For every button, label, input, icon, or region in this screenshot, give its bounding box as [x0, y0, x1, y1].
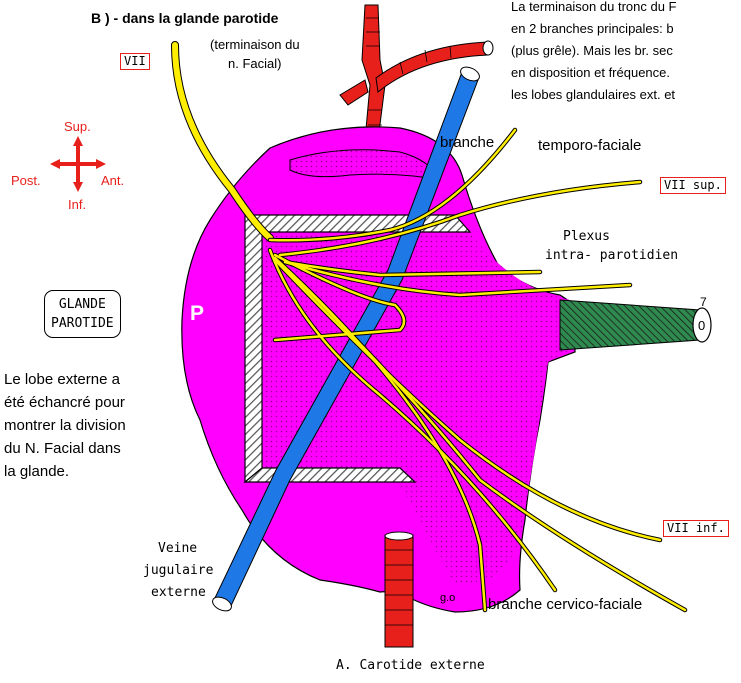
compass-sup: Sup.: [64, 119, 91, 134]
duct-number: 7: [700, 295, 707, 309]
intro-line-1: La terminaison du tronc du F: [511, 0, 677, 14]
vii-inf-label: VII inf.: [663, 520, 729, 537]
intro-line-4: en disposition et fréquence.: [511, 65, 670, 80]
veine-label-3: externe: [151, 585, 206, 600]
nerve-vii-label: VII: [120, 53, 150, 70]
compass-ant: Ant.: [101, 173, 125, 188]
side-note-5: la glande.: [4, 463, 70, 480]
facial-nerve: [171, 41, 274, 242]
side-note-2: été échancré pour: [4, 394, 125, 411]
branche-label: branche: [440, 134, 495, 151]
intro-line-3: (plus grêle). Mais les br. sec: [511, 43, 673, 58]
gland-letter-p: P: [190, 302, 205, 325]
carotide-label: A. Carotide externe: [336, 658, 485, 673]
subtitle-line2: n. Facial): [228, 56, 282, 71]
go-label: g.o: [440, 592, 456, 604]
duct-opening-label: 0: [698, 318, 706, 333]
cut-frame-bottom: [243, 467, 417, 483]
side-note-3: montrer la division: [4, 417, 126, 434]
parotide-line: PAROTIDE: [51, 316, 114, 331]
glande-line: GLANDE: [58, 297, 106, 312]
compass-post: Post.: [11, 173, 41, 188]
section-title: B ) - dans la glande parotide: [91, 10, 279, 26]
side-note-4: du N. Facial dans: [4, 440, 121, 457]
facial-nerve-branches: [267, 127, 688, 613]
compass-inf: Inf.: [68, 197, 87, 212]
side-note-1: Le lobe externe a: [4, 371, 120, 388]
plexus-label-line1: Plexus: [563, 229, 610, 244]
subtitle-line1: (terminaison du: [210, 37, 300, 52]
temporo-faciale-label: temporo-faciale: [538, 137, 642, 154]
carotid-artery-top: [339, 4, 494, 141]
glande-parotide-box: GLANDE PAROTIDE: [44, 290, 121, 338]
veine-label-1: Veine: [158, 541, 198, 556]
parotid-duct: [559, 299, 712, 351]
plexus-label-line2: intra- parotidien: [545, 248, 679, 263]
orientation-compass: [50, 136, 106, 192]
carotid-artery-bottom: [384, 531, 414, 648]
vii-sup-label: VII sup.: [660, 177, 726, 194]
veine-label-2: jugulaire: [143, 563, 214, 578]
intro-line-2: en 2 branches principales: b: [511, 21, 674, 36]
intro-line-5: les lobes glandulaires ext. et: [511, 87, 676, 102]
cervico-faciale-label: branche cervico-faciale: [488, 596, 643, 613]
